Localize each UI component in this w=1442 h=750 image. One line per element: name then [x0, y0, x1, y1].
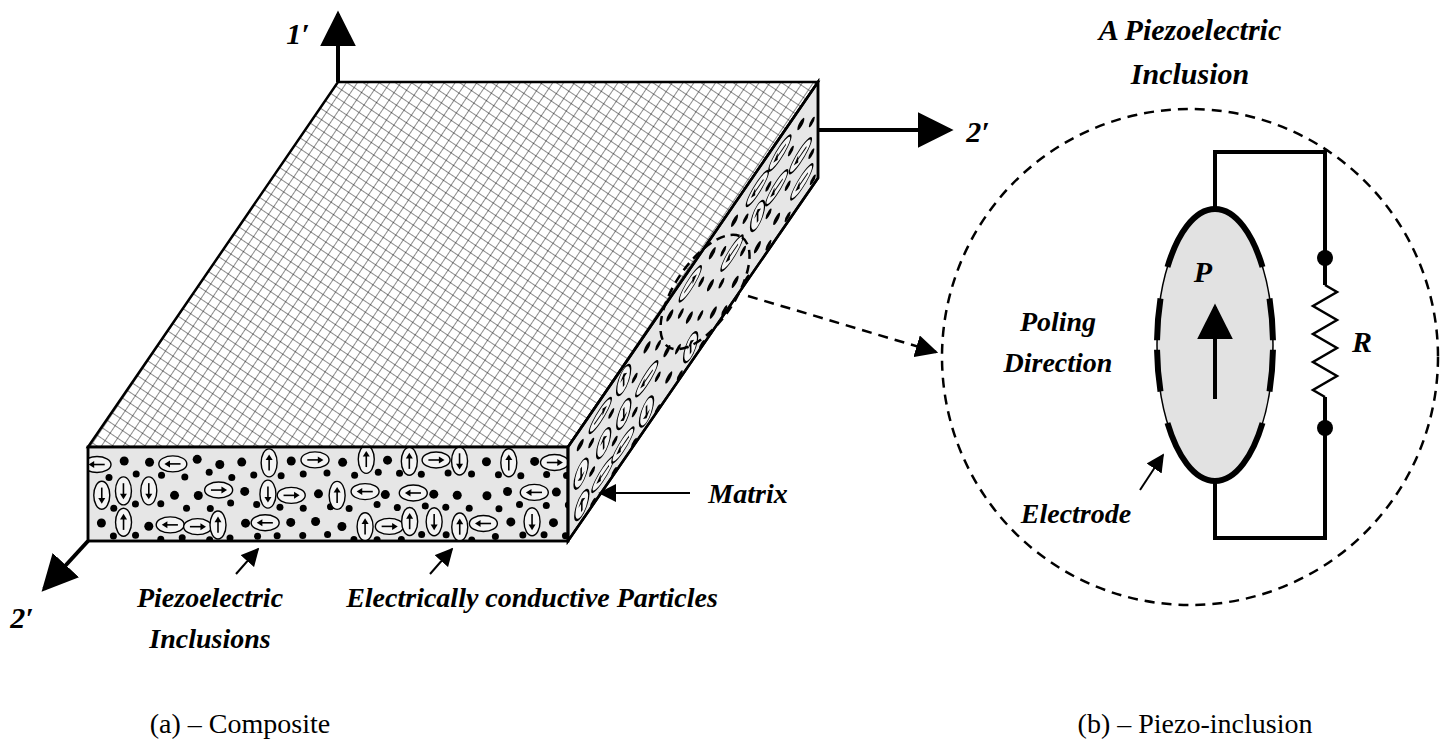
inclusions-side — [574, 89, 816, 535]
electrode — [1270, 350, 1273, 392]
electrode — [1157, 350, 1160, 392]
part-label: Electrically conductive Particles — [342, 578, 722, 619]
piezo-inclusion: P — [1155, 207, 1275, 483]
zoom-arrow — [748, 296, 936, 352]
caption: (b) – Piezo-inclusion — [1015, 704, 1375, 745]
terminal-dot — [1317, 420, 1333, 436]
axis-label: 2′ — [2, 596, 42, 640]
part-label: Poling Direction — [973, 302, 1143, 383]
terminal-dot — [1317, 250, 1333, 266]
leader-line — [236, 549, 258, 574]
inclusion-shape — [1155, 207, 1275, 483]
axis-arrow — [336, 14, 340, 82]
leader-line — [600, 492, 690, 494]
leader-line — [1140, 455, 1163, 490]
axis-label: 2′ — [953, 110, 1003, 154]
leader-line — [430, 549, 452, 574]
resistor-label: R — [1342, 320, 1382, 364]
axis-arrow — [44, 541, 88, 589]
part-label: Electrode — [1001, 494, 1151, 535]
electrode — [1157, 298, 1160, 340]
callout-title: A Piezoelectric Inclusion — [1050, 8, 1330, 96]
axis-arrow — [818, 128, 950, 132]
part-label: Matrix — [693, 474, 803, 515]
electrode — [1270, 298, 1273, 340]
resistor-symbol — [1313, 285, 1337, 397]
part-label: Piezoelectric Inclusions — [100, 578, 320, 659]
inclusions-front — [83, 445, 572, 543]
caption: (a) – Composite — [80, 704, 400, 745]
polarization-symbol: P — [1153, 255, 1253, 289]
zoom-callout: A Piezoelectric InclusionP — [940, 8, 1440, 608]
poling-arrow — [1213, 307, 1217, 399]
electrode — [1167, 423, 1262, 481]
zoom-region — [643, 221, 767, 364]
electrode — [1167, 209, 1262, 267]
front-face — [88, 447, 568, 541]
side-face — [568, 82, 818, 541]
axis-label: 1′ — [273, 12, 323, 56]
